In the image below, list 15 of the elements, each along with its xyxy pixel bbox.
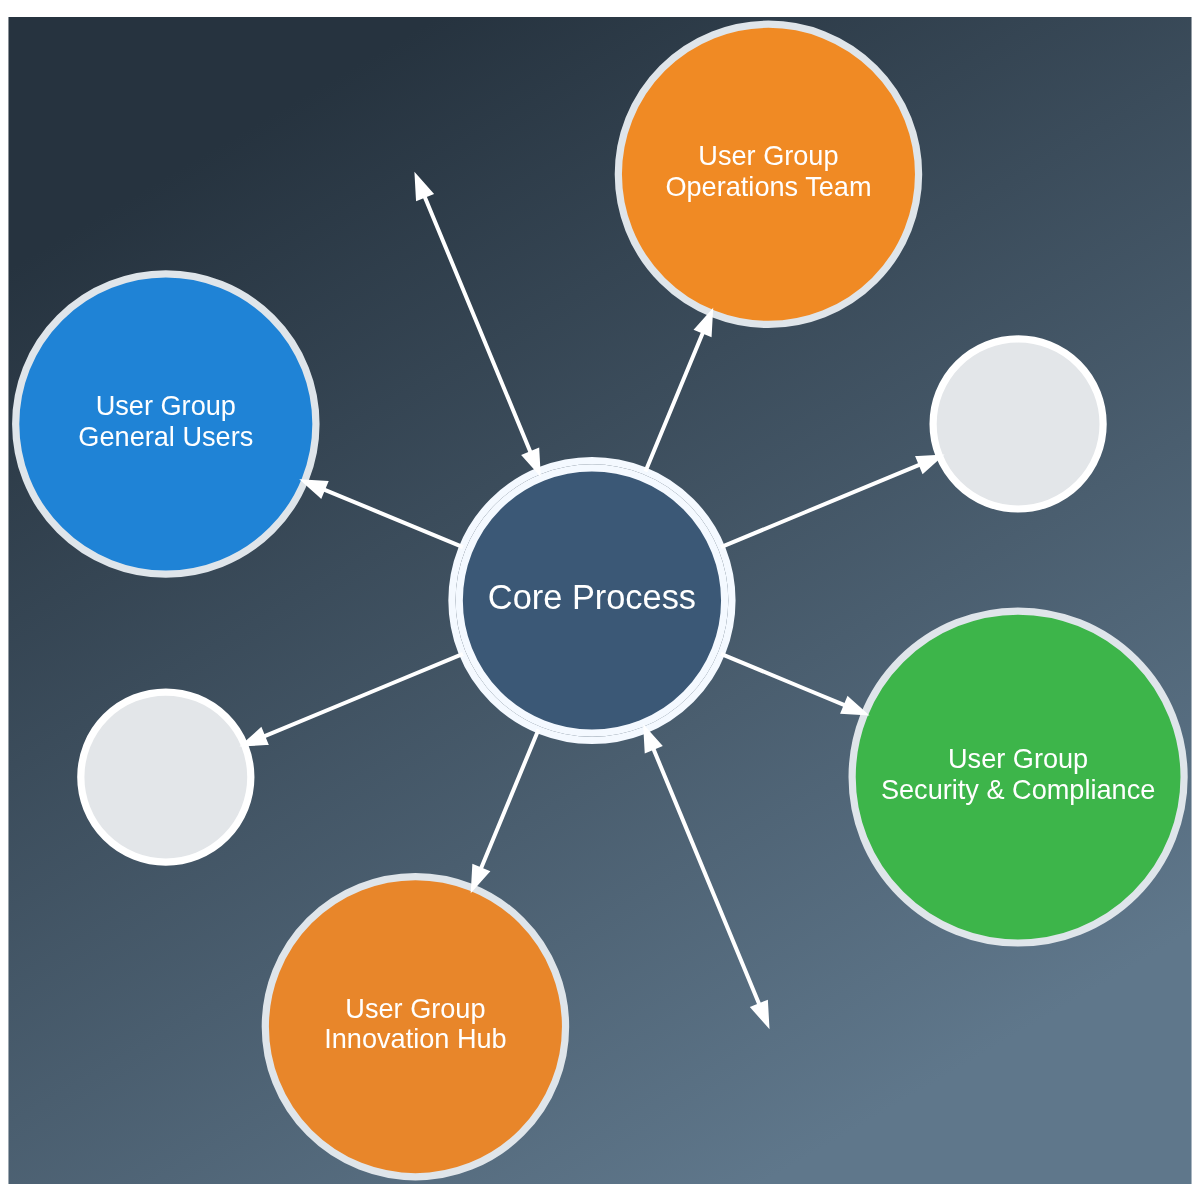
arrow [414, 171, 541, 477]
arrow [239, 651, 464, 747]
node-circle: Core Process [448, 456, 736, 744]
node-circle [77, 687, 255, 866]
arrow [643, 723, 770, 1029]
node-circle: User Group Operations Team [614, 20, 923, 328]
arrow [299, 478, 464, 549]
arrow [720, 651, 870, 715]
arrow [470, 728, 541, 893]
node-circle: User Group Security & Compliance [848, 606, 1188, 947]
arrow [720, 453, 945, 549]
node-circle: User Group General Users [12, 269, 320, 578]
node-circle: User Group Innovation Hub [261, 872, 570, 1180]
arrow [643, 307, 714, 472]
node-circle [929, 334, 1107, 513]
